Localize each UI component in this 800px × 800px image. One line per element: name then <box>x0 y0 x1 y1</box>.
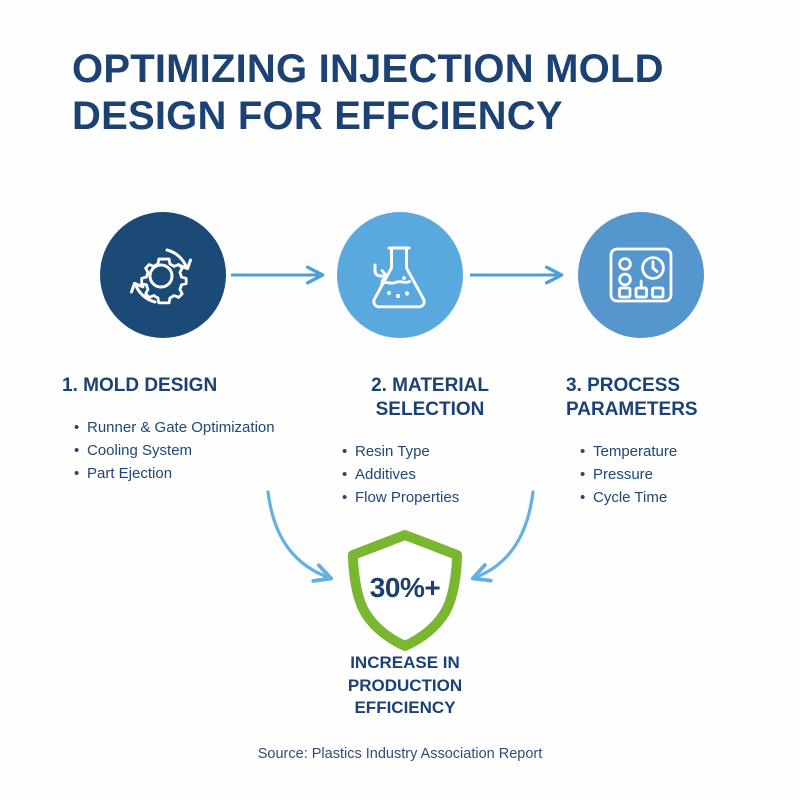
step-heading-3: 3. PROCESS PARAMETERS <box>566 374 766 422</box>
step-bullets-3: Temperature Pressure Cycle Time <box>580 440 766 510</box>
step-circle-material-selection[interactable] <box>337 212 463 338</box>
flask-icon <box>372 246 426 309</box>
page-title-line-2: DESIGN FOR EFFCIENCY <box>72 94 563 139</box>
result-caption-line-2: PRODUCTION <box>347 675 463 695</box>
step-column-mold-design: 1. MOLD DESIGN Runner & Gate Optimizatio… <box>62 374 312 486</box>
list-item: Part Ejection <box>74 462 312 486</box>
list-item: Cooling System <box>74 439 312 463</box>
arrow-left-to-result <box>266 490 334 583</box>
step-heading-3-line-1: 3. PROCESS <box>566 375 681 396</box>
step-heading-2-line-1: 2. MATERIAL <box>371 375 489 396</box>
step-circle-process-parameters[interactable] <box>578 212 704 338</box>
list-item: Pressure <box>580 463 766 487</box>
list-item: Flow Properties <box>342 486 530 510</box>
result-shield-badge: 30%+ <box>340 528 470 652</box>
step-heading-1-line-1: 1. MOLD DESIGN <box>62 375 218 396</box>
step-heading-1: 1. MOLD DESIGN <box>62 374 312 398</box>
step-bullets-2: Resin Type Additives Flow Properties <box>342 440 530 510</box>
list-item: Runner & Gate Optimization <box>74 416 312 440</box>
result-caption: INCREASE IN PRODUCTION EFFICIENCY <box>280 652 530 720</box>
step-heading-2: 2. MATERIAL SELECTION <box>330 374 530 422</box>
result-caption-line-3: EFFICIENCY <box>354 698 456 718</box>
step-bullets-1: Runner & Gate Optimization Cooling Syste… <box>74 416 312 486</box>
list-item: Additives <box>342 463 530 487</box>
step-heading-3-line-2: PARAMETERS <box>566 398 698 420</box>
step-circle-mold-design[interactable] <box>100 212 226 338</box>
result-value: 30%+ <box>369 572 441 603</box>
page-title: OPTIMIZING INJECTION MOLD DESIGN FOR EFF… <box>72 46 744 140</box>
step-column-process-parameters: 3. PROCESS PARAMETERS Temperature Pressu… <box>566 374 766 510</box>
list-item: Resin Type <box>342 440 530 464</box>
list-item: Cycle Time <box>580 486 766 510</box>
list-item: Temperature <box>580 440 766 464</box>
shield-icon <box>348 530 462 651</box>
gear-refresh-icon <box>130 248 192 305</box>
step-column-material-selection: 2. MATERIAL SELECTION Resin Type Additiv… <box>330 374 530 510</box>
page-title-line-1: OPTIMIZING INJECTION MOLD <box>72 47 664 91</box>
result-caption-line-1: INCREASE IN <box>350 653 460 672</box>
control-panel-icon <box>609 247 673 303</box>
source-note: Source: Plastics Industry Association Re… <box>257 746 543 762</box>
step-heading-2-line-2: SELECTION <box>375 398 485 420</box>
